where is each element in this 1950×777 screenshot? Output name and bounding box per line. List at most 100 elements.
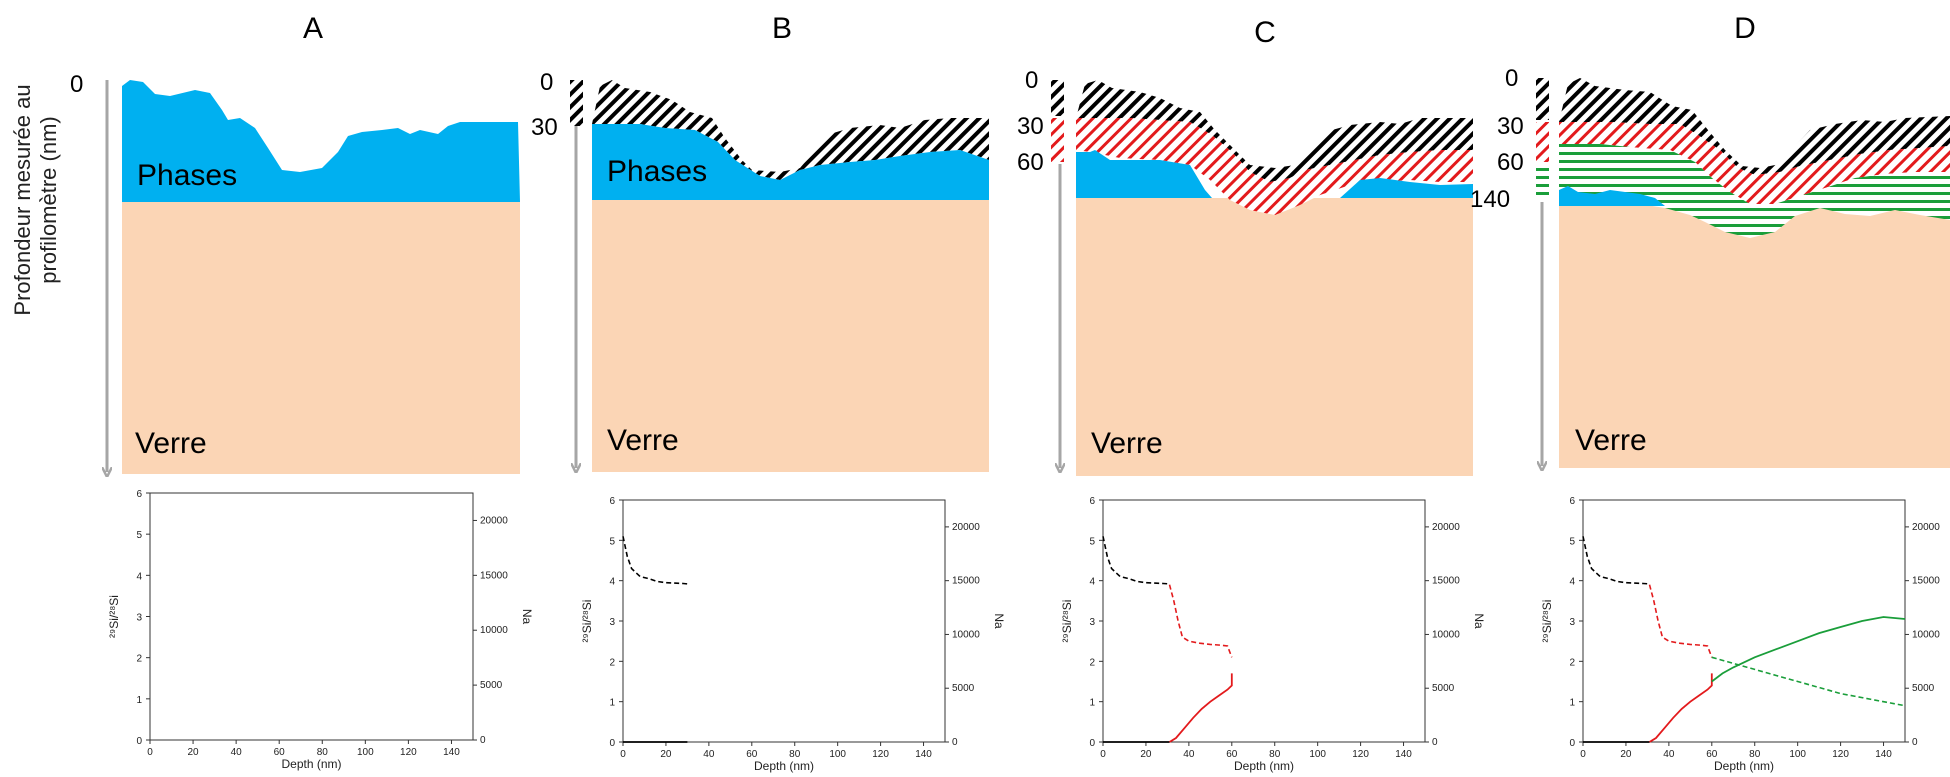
y-left-tick-label: 0 xyxy=(136,736,142,747)
panel-b-schematic: 0 30 Phases Verre xyxy=(531,69,989,472)
depth-scale-black xyxy=(1051,80,1064,116)
x-tick-label: 20 xyxy=(1620,749,1632,760)
y-right-tick-label: 10000 xyxy=(1912,629,1940,640)
y-left-axis-label: ²⁹Si/²⁸Si xyxy=(107,595,121,638)
y-right-axis-label: Na xyxy=(1472,613,1486,629)
verre-label: Verre xyxy=(607,424,679,457)
y-right-tick-label: 5000 xyxy=(480,680,503,691)
y-left-tick-label: 2 xyxy=(1569,657,1575,668)
y-left-tick-label: 3 xyxy=(136,613,142,624)
y-left-tick-label: 1 xyxy=(136,695,142,706)
y-left-tick-label: 6 xyxy=(1089,496,1095,507)
y-right-tick-label: 20000 xyxy=(1432,522,1460,533)
x-tick-label: 60 xyxy=(1226,749,1238,760)
y-right-tick-label: 10000 xyxy=(480,625,508,636)
verre-layer xyxy=(592,200,989,472)
verre-label: Verre xyxy=(135,427,207,460)
x-tick-label: 60 xyxy=(274,747,286,758)
y-right-tick-label: 10000 xyxy=(1432,629,1460,640)
y-left-tick-label: 5 xyxy=(1089,536,1095,547)
y-left-tick-label: 5 xyxy=(609,536,615,547)
x-tick-label: 140 xyxy=(443,747,460,758)
x-tick-label: 80 xyxy=(1269,749,1281,760)
x-tick-label: 120 xyxy=(1832,749,1849,760)
x-tick-label: 100 xyxy=(1789,749,1806,760)
series-line-4 xyxy=(1649,673,1713,743)
x-tick-label: 80 xyxy=(317,747,329,758)
x-tick-label: 100 xyxy=(1309,749,1326,760)
x-tick-label: 40 xyxy=(1183,749,1195,760)
y-left-tick-label: 1 xyxy=(1089,698,1095,709)
series-line-2 xyxy=(1711,656,1906,707)
x-tick-label: 120 xyxy=(1352,749,1369,760)
red-hatched-layer xyxy=(1076,118,1473,215)
y-right-tick-label: 15000 xyxy=(952,576,980,587)
y-right-tick-label: 15000 xyxy=(1432,576,1460,587)
depth-tick-60: 60 xyxy=(1017,149,1044,176)
verre-label: Verre xyxy=(1575,424,1647,457)
black-hatched-layer xyxy=(592,80,989,180)
y-left-tick-label: 6 xyxy=(609,496,615,507)
y-right-axis-label: Na xyxy=(520,609,534,625)
depth-tick-140: 140 xyxy=(1470,186,1510,213)
y-left-tick-label: 3 xyxy=(609,617,615,628)
y-left-tick-label: 2 xyxy=(136,654,142,665)
phases-layer xyxy=(1076,150,1212,198)
depth-tick-30: 30 xyxy=(1497,113,1524,140)
x-tick-label: 40 xyxy=(703,749,715,760)
y-left-tick-label: 6 xyxy=(136,489,142,500)
y-left-tick-label: 4 xyxy=(609,577,615,588)
series-line-1 xyxy=(1648,584,1713,658)
verre-layer xyxy=(1076,198,1473,476)
depth-scale-black xyxy=(1536,78,1549,120)
x-axis-label: Depth (nm) xyxy=(1714,759,1774,773)
x-tick-label: 0 xyxy=(1580,749,1586,760)
plot-frame xyxy=(622,499,946,743)
panel-d-schematic: 0 30 60 140 Verre xyxy=(1470,65,1950,468)
series-line-0 xyxy=(1582,536,1650,585)
depth-tick-60: 60 xyxy=(1497,149,1524,176)
phases-label: Phases xyxy=(607,155,707,188)
plot-frame xyxy=(1582,499,1906,743)
y-right-tick-label: 20000 xyxy=(1912,522,1940,533)
y-right-tick-label: 15000 xyxy=(480,570,508,581)
panel-a-schematic: 0 Phases Verre xyxy=(70,71,520,474)
depth-scale-black xyxy=(570,80,583,126)
x-axis-label: Depth (nm) xyxy=(1234,759,1294,773)
y-left-tick-label: 5 xyxy=(136,530,142,541)
series-line-0 xyxy=(622,536,688,585)
x-tick-label: 20 xyxy=(188,747,200,758)
depth-tick-0: 0 xyxy=(540,69,553,96)
y-left-tick-label: 4 xyxy=(1089,577,1095,588)
y-left-tick-label: 4 xyxy=(136,571,142,582)
verre-label: Verre xyxy=(1091,427,1163,460)
x-tick-label: 100 xyxy=(829,749,846,760)
x-tick-label: 0 xyxy=(620,749,626,760)
y-right-tick-label: 0 xyxy=(1432,737,1438,748)
phases-layer xyxy=(122,80,520,202)
y-right-tick-label: 0 xyxy=(1912,737,1918,748)
y-left-axis-label: ²⁹Si/²⁸Si xyxy=(1060,600,1074,643)
y-right-tick-label: 5000 xyxy=(1912,683,1935,694)
y-right-tick-label: 15000 xyxy=(1912,576,1940,587)
y-axis-label-line1: Profondeur mesurée au xyxy=(10,84,35,315)
x-tick-label: 0 xyxy=(147,747,153,758)
x-tick-label: 140 xyxy=(915,749,932,760)
x-tick-label: 140 xyxy=(1875,749,1892,760)
x-tick-label: 60 xyxy=(746,749,758,760)
y-left-tick-label: 2 xyxy=(609,657,615,668)
plot-frame xyxy=(1102,499,1426,743)
x-tick-label: 60 xyxy=(1706,749,1718,760)
x-tick-label: 120 xyxy=(872,749,889,760)
green-hatched-layer xyxy=(1559,144,1950,238)
x-tick-label: 120 xyxy=(400,747,417,758)
verre-layer xyxy=(122,202,520,474)
y-axis-label: Profondeur mesurée au profilomètre (nm) xyxy=(10,84,61,315)
y-left-tick-label: 0 xyxy=(1089,738,1095,749)
depth-tick-0: 0 xyxy=(1025,67,1038,94)
y-left-tick-label: 1 xyxy=(609,698,615,709)
